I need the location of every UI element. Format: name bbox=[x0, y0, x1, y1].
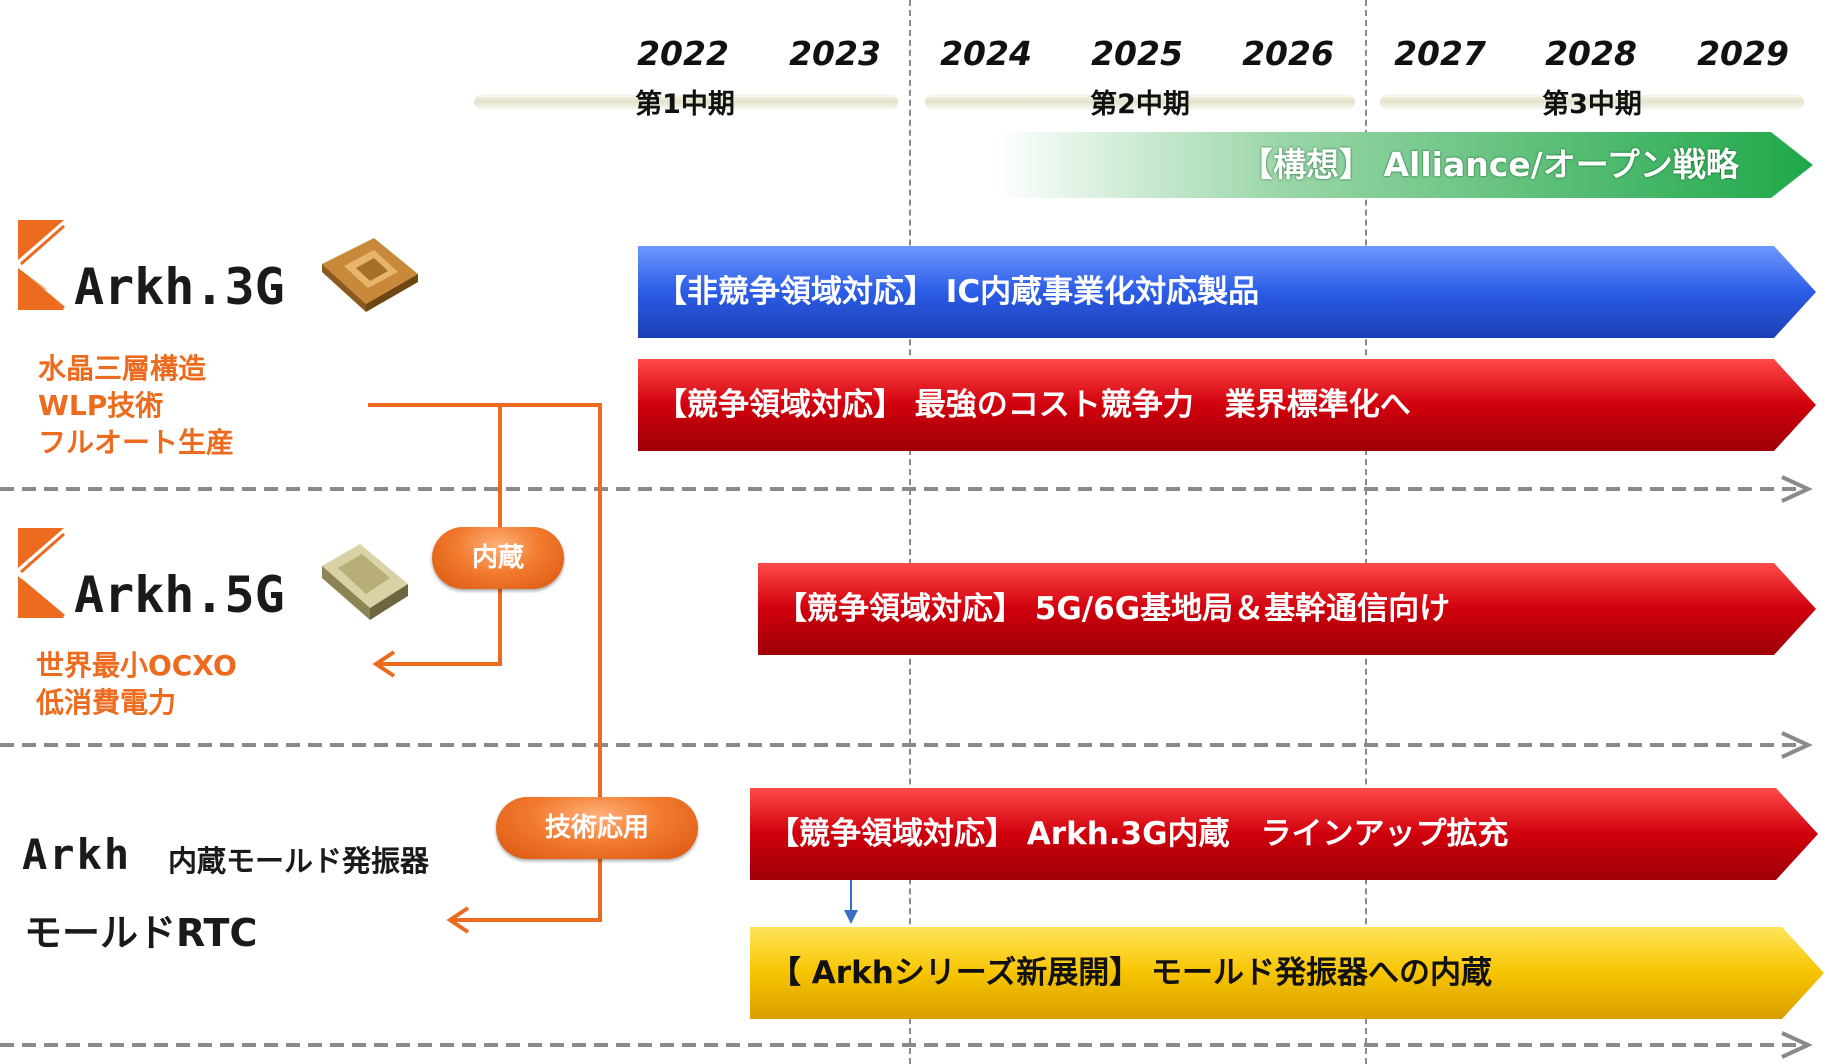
ic-embedded-bar: 【非競争領域対応】 IC内蔵事業化対応製品 bbox=[638, 246, 1818, 338]
year-label: 2028 bbox=[1545, 34, 1637, 73]
yellow-arrow-shape bbox=[750, 927, 1824, 1019]
period-band bbox=[925, 94, 1355, 110]
arkh5g-feature: 低消費電力 bbox=[36, 686, 177, 719]
year-label: 2022 bbox=[637, 34, 729, 73]
arkh-logo-icon bbox=[18, 220, 65, 310]
period-band bbox=[474, 94, 898, 110]
arkh5g-feature: 世界最小OCXO bbox=[36, 649, 237, 682]
year-label: 2024 bbox=[940, 34, 1032, 73]
tech-applied-connector-pill: 技術応用 bbox=[496, 797, 698, 859]
connector-lines bbox=[368, 403, 602, 934]
alliance-strategy-label: 【構想】 Alliance/オープン戦略 bbox=[1240, 145, 1739, 184]
lineup-bar: 【競争領域対応】 Arkh.3G内蔵 ラインアップ拡充 bbox=[750, 788, 1820, 880]
period-label: 第3中期 bbox=[1542, 89, 1642, 120]
year-label: 2027 bbox=[1394, 34, 1486, 73]
year-label: 2025 bbox=[1091, 34, 1183, 73]
arkh-mold-brand: Arkh bbox=[22, 830, 132, 879]
arkh3g-feature: 水晶三層構造 bbox=[38, 352, 207, 385]
lineup-label: 【競争領域対応】 Arkh.3G内蔵 ラインアップ拡充 bbox=[768, 816, 1509, 852]
year-label: 2029 bbox=[1697, 34, 1789, 73]
alliance-arrow-shape bbox=[995, 132, 1813, 198]
arkh-mold-subtitle: 内蔵モールド発振器 bbox=[168, 844, 430, 878]
red-arrow-shape bbox=[638, 359, 1816, 451]
year-label: 2023 bbox=[789, 34, 881, 73]
row-separator bbox=[0, 1031, 1813, 1059]
cost-competitiveness-label: 【競争領域対応】 最強のコスト競争力 業界標準化へ bbox=[656, 387, 1411, 423]
row-separator bbox=[0, 731, 1813, 759]
period-divider bbox=[1365, 0, 1367, 1064]
embed-connector-pill: 内蔵 bbox=[432, 527, 564, 589]
down-arrow-icon bbox=[844, 880, 858, 924]
ic-embedded-label: 【非競争領域対応】 IC内蔵事業化対応製品 bbox=[656, 274, 1260, 310]
mold-rtc-label: モールドRTC bbox=[24, 911, 258, 955]
arkh3g-chip-icon bbox=[322, 238, 418, 312]
red-arrow-shape bbox=[758, 563, 1816, 655]
alliance-strategy-bar: 【構想】 Alliance/オープン戦略 bbox=[995, 130, 1815, 200]
arkh-logo-icon bbox=[18, 528, 65, 618]
red-arrow-shape bbox=[750, 788, 1818, 880]
base-station-label: 【競争領域対応】 5G/6G基地局＆基幹通信向け bbox=[776, 591, 1451, 627]
arkh5g-name: Arkh.5G bbox=[74, 566, 285, 624]
row-separator bbox=[0, 475, 1813, 503]
period-label: 第1中期 bbox=[635, 89, 735, 120]
blue-arrow-shape bbox=[638, 246, 1816, 338]
arkh3g-name: Arkh.3G bbox=[74, 258, 285, 316]
arkh5g-chip-icon bbox=[322, 544, 408, 620]
arkh3g-feature: フルオート生産 bbox=[38, 426, 235, 459]
year-label: 2026 bbox=[1242, 34, 1334, 73]
period-label: 第2中期 bbox=[1090, 89, 1190, 120]
arkh3g-feature: WLP技術 bbox=[38, 389, 164, 422]
new-series-label: 【 Arkhシリーズ新展開】 モールド発振器への内蔵 bbox=[770, 955, 1492, 991]
new-series-bar: 【 Arkhシリーズ新展開】 モールド発振器への内蔵 bbox=[750, 927, 1826, 1019]
cost-competitiveness-bar: 【競争領域対応】 最強のコスト競争力 業界標準化へ bbox=[638, 359, 1818, 451]
base-station-bar: 【競争領域対応】 5G/6G基地局＆基幹通信向け bbox=[758, 563, 1818, 655]
period-divider bbox=[909, 0, 911, 1064]
period-band bbox=[1380, 94, 1804, 110]
